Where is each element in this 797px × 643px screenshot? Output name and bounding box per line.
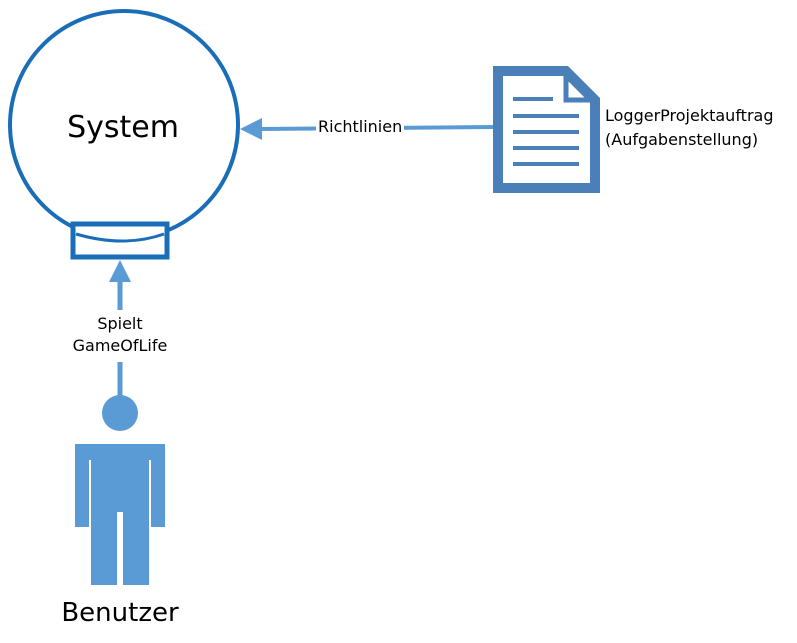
document-label-line2: (Aufgabenstellung) (605, 130, 759, 149)
system-circle-arc-in-port (75, 232, 165, 243)
document-icon[interactable] (493, 66, 600, 193)
spielt-label-line2: GameOfLife (72, 336, 168, 355)
spielt-arrowhead (109, 260, 131, 282)
spielt-gameoflife-label: Spielt GameOfLife (68, 313, 172, 357)
document-label: LoggerProjektauftrag (Aufgabenstellung) (605, 104, 773, 152)
richtlinien-label: Richtlinien (316, 117, 405, 137)
richtlinien-arrowhead (240, 118, 262, 140)
person-icon[interactable] (75, 395, 165, 585)
system-label: System (67, 110, 179, 145)
document-label-line1: LoggerProjektauftrag (605, 106, 774, 125)
actor-label: Benutzer (61, 598, 179, 628)
spielt-label-line1: Spielt (97, 314, 143, 333)
